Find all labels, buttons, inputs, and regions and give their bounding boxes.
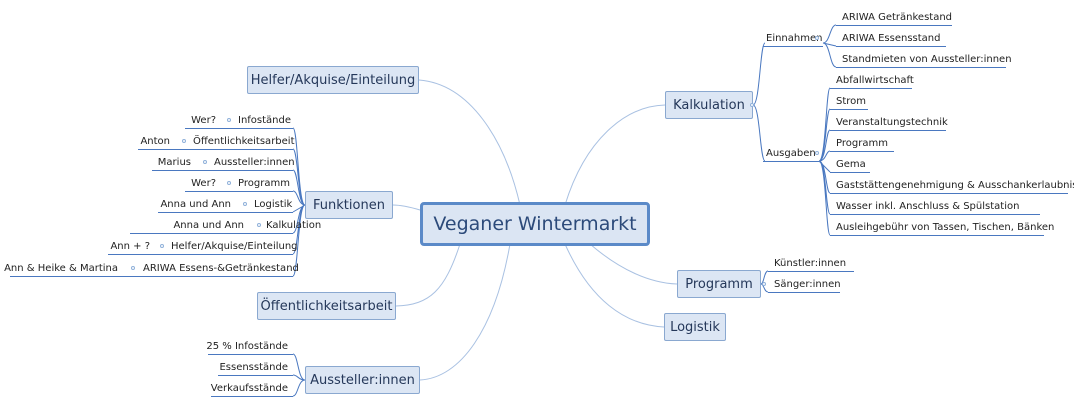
central-topic[interactable]: Veganer Wintermarkt — [420, 202, 650, 246]
link-dot — [243, 202, 247, 206]
ausgaben-item[interactable]: Ausleihgebühr von Tassen, Tischen, Bänke… — [836, 222, 1055, 233]
link-dot — [131, 266, 135, 270]
einnahmen-fan — [822, 24, 837, 68]
funktionen-person: Ann & Heike & Martina — [4, 263, 118, 274]
funktionen-task[interactable]: Kalkulation — [266, 220, 322, 231]
underline — [830, 88, 912, 89]
connector-kalkulation — [564, 104, 666, 206]
link-dot — [227, 118, 231, 122]
link-dot — [227, 181, 231, 185]
funktionen-person: Anton — [140, 136, 170, 147]
underline — [836, 67, 1006, 68]
connector-logistik — [564, 243, 665, 328]
underline — [830, 130, 946, 131]
funktionen-task[interactable]: Aussteller:innen — [214, 157, 295, 168]
connector-funktionen — [392, 204, 421, 211]
underline — [830, 193, 1068, 194]
funktionen-person: Anna und Ann — [160, 199, 231, 210]
underline — [768, 292, 840, 293]
underline — [158, 212, 293, 213]
underline — [152, 170, 293, 171]
ausgaben-item[interactable]: Gema — [836, 159, 866, 170]
topic-aussteller[interactable]: Aussteller:innen — [305, 366, 420, 394]
funktionen-task[interactable]: ARIWA Essens-&Getränkestand — [143, 263, 299, 274]
ausgaben-item[interactable]: Wasser inkl. Anschluss & Spülstation — [836, 201, 1020, 212]
underline — [208, 354, 293, 355]
funktionen-person: Wer? — [191, 115, 216, 126]
connector-oeffentlichkeit — [395, 243, 461, 307]
underline — [830, 214, 1040, 215]
underline — [211, 396, 293, 397]
underline — [185, 191, 293, 192]
einnahmen-item[interactable]: ARIWA Getränkestand — [842, 12, 953, 23]
underline — [830, 172, 870, 173]
ausgaben-label[interactable]: Ausgaben — [766, 148, 816, 159]
underline — [138, 149, 293, 150]
connector-aussteller — [419, 243, 511, 381]
underline — [836, 25, 952, 26]
aussteller-fan — [292, 353, 306, 397]
underline — [763, 46, 823, 47]
ausgaben-fan — [818, 87, 831, 236]
underline — [185, 128, 293, 129]
link-dot — [815, 151, 819, 155]
funktionen-task[interactable]: Logistik — [254, 199, 293, 210]
funktionen-person: Anna und Ann — [173, 220, 244, 231]
underline — [768, 271, 854, 272]
link-dot — [750, 103, 754, 107]
aussteller-item[interactable]: Verkaufsstände — [210, 383, 288, 394]
funktionen-task[interactable]: Helfer/Akquise/Einteilung — [171, 241, 298, 252]
ausgaben-item[interactable]: Veranstaltungstechnik — [836, 117, 948, 128]
ausgaben-item[interactable]: Gaststättengenehmigung & Ausschankerlaub… — [836, 180, 1074, 191]
link-dot — [762, 282, 766, 286]
underline — [836, 46, 946, 47]
aussteller-item[interactable]: Essensstände — [219, 362, 288, 373]
funktionen-task[interactable]: Programm — [238, 178, 290, 189]
link-dot — [160, 244, 164, 248]
funktionen-person: Ann + ? — [110, 241, 150, 252]
underline — [830, 235, 1044, 236]
topic-oeffentlichkeit[interactable]: Öffentlichkeitsarbeit — [257, 292, 396, 320]
link-dot — [203, 160, 207, 164]
link-dot — [257, 223, 261, 227]
einnahmen-label[interactable]: Einnahmen — [766, 33, 823, 44]
aussteller-item[interactable]: 25 % Infostände — [206, 341, 288, 352]
programm-item[interactable]: Sänger:innen — [774, 279, 841, 290]
underline — [763, 161, 819, 162]
topic-logistik[interactable]: Logistik — [664, 313, 726, 341]
ausgaben-item[interactable]: Programm — [836, 138, 888, 149]
ausgaben-item[interactable]: Abfallwirtschaft — [836, 75, 914, 86]
einnahmen-item[interactable]: ARIWA Essensstand — [842, 33, 941, 44]
link-dot — [815, 36, 819, 40]
funktionen-fan — [292, 127, 306, 277]
link-dot — [182, 139, 186, 143]
funktionen-task[interactable]: Infostände — [238, 115, 292, 126]
connector-helfer — [418, 79, 521, 206]
einnahmen-item[interactable]: Standmieten von Aussteller:innen — [842, 54, 1012, 65]
topic-funktionen[interactable]: Funktionen — [305, 191, 393, 219]
topic-helfer[interactable]: Helfer/Akquise/Einteilung — [247, 66, 419, 94]
programm-fan — [760, 270, 769, 293]
funktionen-task[interactable]: Öffentlichkeitsarbeit — [193, 136, 295, 147]
underline — [218, 375, 293, 376]
funktionen-person: Marius — [157, 157, 191, 168]
programm-item[interactable]: Künstler:innen — [774, 258, 847, 269]
kalkulation-fan — [752, 42, 766, 162]
topic-programm[interactable]: Programm — [677, 270, 761, 298]
connector-programm — [589, 243, 678, 285]
underline — [108, 254, 293, 255]
underline — [830, 109, 868, 110]
underline — [10, 276, 293, 277]
underline — [830, 151, 894, 152]
topic-kalkulation[interactable]: Kalkulation — [665, 91, 753, 119]
underline — [130, 233, 293, 234]
ausgaben-item[interactable]: Strom — [836, 96, 867, 107]
funktionen-person: Wer? — [191, 178, 216, 189]
